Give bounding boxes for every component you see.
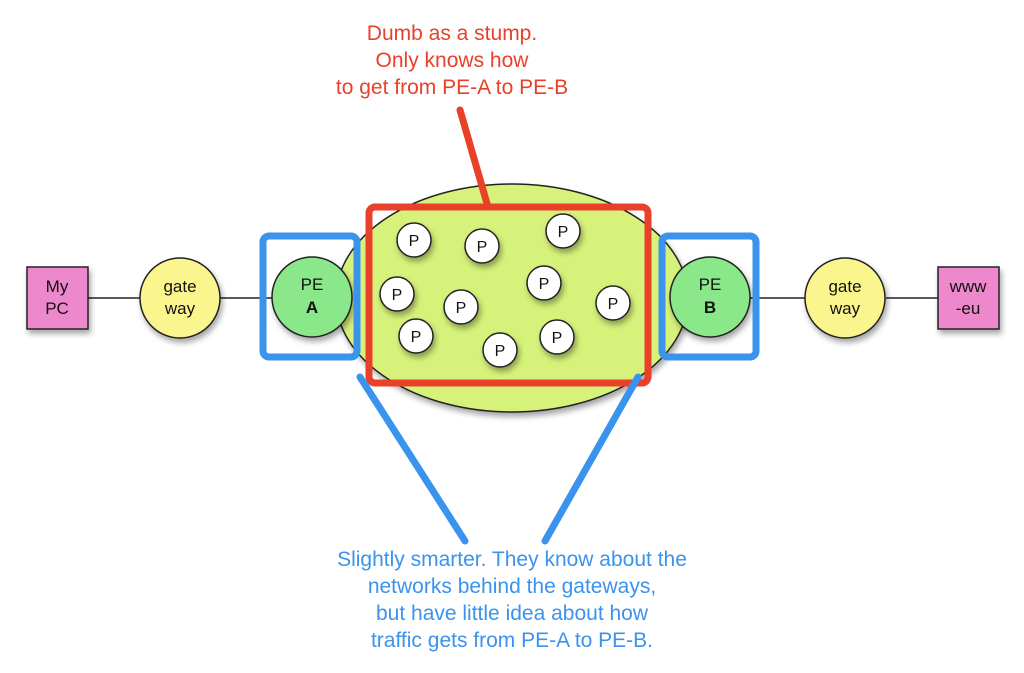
pe-b-label-2: B	[704, 298, 716, 317]
svg-text:P: P	[495, 343, 506, 360]
core-highlight	[365, 106, 652, 387]
gateway-left-label-2: way	[164, 299, 196, 318]
svg-text:P: P	[539, 276, 550, 293]
edge-annotation: Slightly smarter. They know about the ne…	[262, 546, 762, 654]
svg-text:P: P	[477, 239, 488, 256]
core-annotation-line-1: Dumb as a stump.	[366, 22, 538, 45]
p-router: P	[482, 332, 518, 368]
my-pc-node: My PC	[26, 266, 89, 330]
pe-a-label-1: PE	[301, 275, 324, 294]
pe-b-label-1: PE	[699, 275, 722, 294]
pe-a-callout-line	[356, 373, 469, 545]
gateway-right-label-2: way	[829, 299, 861, 318]
svg-text:P: P	[552, 330, 563, 347]
p-routers: P P P P P P P P P P	[379, 213, 631, 368]
p-router: P	[398, 318, 434, 354]
edge-highlight	[259, 232, 760, 545]
p-router: P	[379, 276, 415, 312]
p-router: P	[443, 289, 479, 325]
gateway-left-node: gate way	[139, 257, 221, 339]
p-router: P	[545, 213, 581, 249]
p-router: P	[539, 319, 575, 355]
core-annotation: Dumb as a stump. Only knows how to get f…	[262, 20, 642, 101]
pe-a-label-2: A	[306, 298, 318, 317]
p-router: P	[595, 285, 631, 321]
core-highlight-box	[365, 203, 652, 387]
my-pc-label-2: PC	[45, 299, 69, 318]
p-router: P	[464, 228, 500, 264]
gateway-right-label-1: gate	[828, 277, 861, 296]
svg-text:P: P	[608, 296, 619, 313]
p-router: P	[396, 222, 432, 258]
core-annotation-line-3: to get from PE-A to PE-B	[335, 76, 569, 99]
svg-text:P: P	[409, 233, 420, 250]
core-annotation-line-2: Only knows how	[375, 49, 529, 72]
edge-annotation-line-2: networks behind the gateways,	[367, 575, 657, 598]
edge-annotation-line-4: traffic gets from PE-A to PE-B.	[370, 629, 654, 652]
svg-text:P: P	[392, 287, 403, 304]
svg-text:P: P	[558, 224, 569, 241]
my-pc-label-1: My	[46, 277, 69, 296]
www-eu-label-2: -eu	[956, 299, 981, 318]
p-router: P	[526, 265, 562, 301]
edge-annotation-line-1: Slightly smarter. They know about the	[337, 548, 687, 571]
svg-text:P: P	[456, 300, 467, 317]
www-eu-node: www -eu	[937, 266, 1000, 330]
gateway-right-node: gate way	[804, 257, 886, 339]
pe-a-highlight-box	[259, 232, 361, 361]
edge-annotation-line-3: but have little idea about how	[375, 602, 649, 625]
pe-b-node: PE B	[669, 256, 751, 338]
pe-a-node: PE A	[271, 256, 353, 338]
pe-b-highlight-box	[658, 232, 760, 361]
gateway-left-label-1: gate	[163, 277, 196, 296]
svg-text:P: P	[411, 329, 422, 346]
www-eu-label-1: www	[949, 277, 988, 296]
core-callout-line	[456, 106, 492, 211]
pe-b-callout-line	[541, 373, 642, 545]
